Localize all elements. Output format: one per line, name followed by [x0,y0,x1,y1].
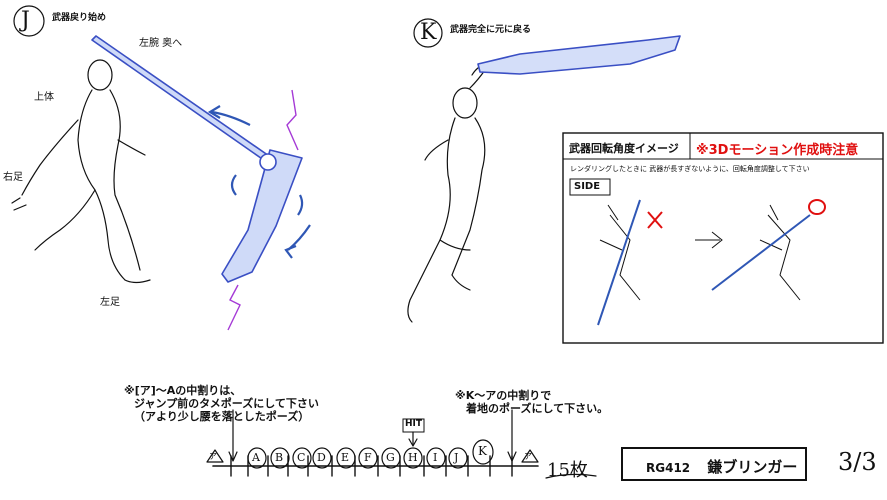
panel-j-hand-note: 右足 [3,172,23,183]
key-e: E [341,451,350,464]
scythe-j [91,35,303,283]
footer-name: 鎌ブリンガー [707,458,798,476]
panel-j-arm-note: 左腕 奥へ [139,38,183,49]
key-a: A [252,451,260,464]
panel-k-title: 武器完全に元に戻る [450,25,532,35]
figure-k [407,61,491,323]
timeline-note-left-2: ジャンプ前のタメポーズにして下さい [134,397,319,410]
key-c: C [297,451,306,464]
correct-mark-icon [808,199,826,215]
footer-title: RG412 鎌ブリンガー [646,456,797,477]
panel-k-circle [413,18,443,48]
wrong-mark-icon [647,211,663,229]
key-i: I [433,451,438,464]
panel-k-id: K [420,20,437,45]
key-b: B [275,451,284,464]
key-k: K [478,444,487,458]
panel-j-id: J [21,8,30,33]
timeline-ticks [230,455,513,477]
timeline-note-left-1: ※[ア]～Aの中割りは、 [124,384,242,397]
scythe-k [477,35,681,75]
end-key: ア [524,452,532,461]
panel-j-circle [13,5,45,37]
rotation-box-warning: ※3Dモーション作成時注意 [696,143,859,158]
key-j: J [454,451,459,464]
footer-code: RG412 [646,461,691,475]
key-f: F [364,451,372,464]
page-indicator: 3/3 [838,448,877,476]
figure-j [11,59,151,284]
timeline-note-left-3: （アより少し腰を落としたポーズ） [134,410,310,423]
panel-j-foot-note: 左足 [100,297,120,308]
rotation-box-title: 武器回転角度イメージ [569,142,679,155]
key-g: G [386,451,395,464]
key-d: D [317,451,326,464]
frame-count: 15枚 [547,460,588,481]
rotation-box-description: レンダリングしたときに 武器が長すぎないように、回転角度調整して下さい [570,165,810,173]
motion-arrows [207,105,311,259]
side-label: SIDE [574,181,601,192]
timeline-note-right-1: ※K～アの中割りで [455,389,552,402]
panel-j-upper-note: 上体 [34,92,54,103]
panel-j-title: 武器戻り始め [52,13,107,23]
hit-label: HIT [405,419,423,429]
start-key: ア [209,452,217,461]
motion-lines-j [227,89,299,331]
timeline-note-right-2: 着地のポーズにして下さい。 [466,402,609,415]
key-h: H [408,451,418,464]
